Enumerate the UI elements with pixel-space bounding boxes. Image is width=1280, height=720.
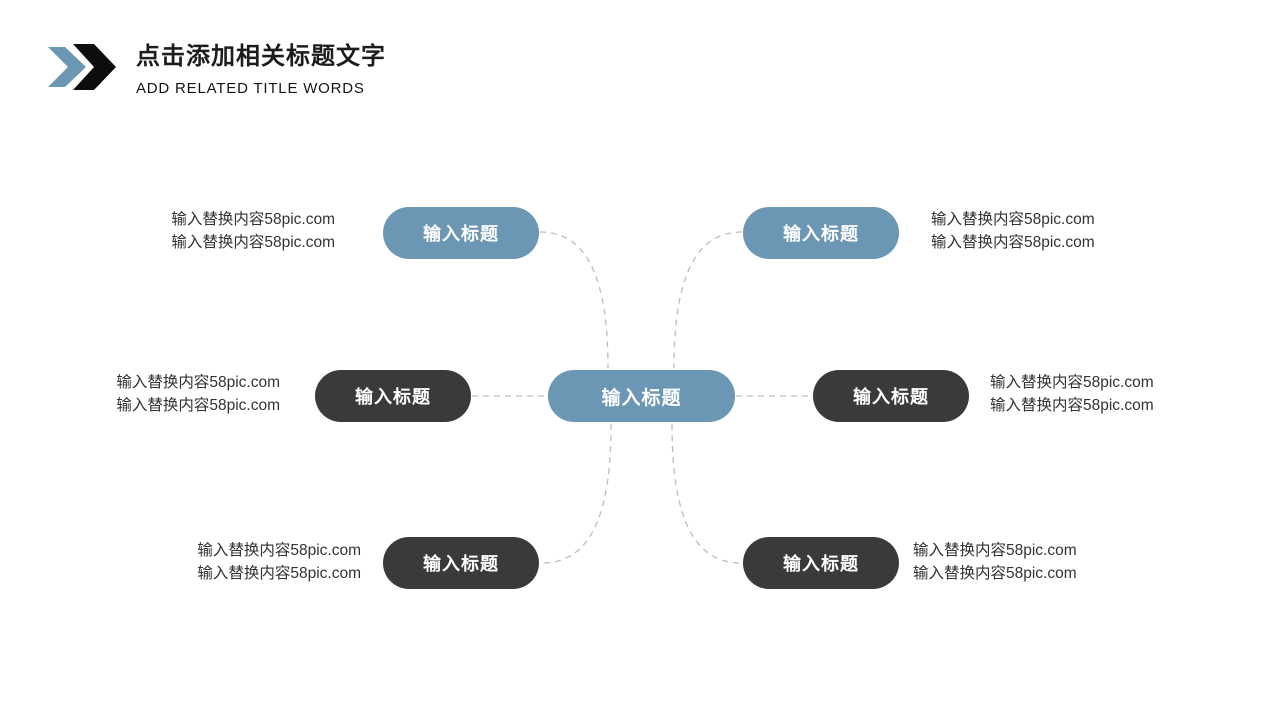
connector-top-left [539, 231, 609, 369]
desc-bottom-left: 输入替换内容58pic.com 输入替换内容58pic.com [197, 539, 361, 585]
connector-top-right [673, 231, 743, 369]
node-mid-right[interactable]: 输入标题 [813, 370, 969, 422]
chevron-black [73, 44, 116, 90]
node-bottom-left[interactable]: 输入标题 [383, 537, 539, 589]
node-bottom-right-label: 输入标题 [783, 554, 859, 574]
connector-bottom-left [541, 423, 612, 564]
desc-line: 输入替换内容58pic.com [931, 211, 1095, 228]
desc-line: 输入替换内容58pic.com [913, 565, 1077, 582]
slide-header: 点击添加相关标题文字 ADD RELATED TITLE WORDS [48, 42, 386, 97]
chevron-blue [48, 47, 86, 87]
desc-bottom-right: 输入替换内容58pic.com 输入替换内容58pic.com [913, 539, 1077, 585]
page-title: 点击添加相关标题文字 [136, 43, 386, 70]
desc-top-left: 输入替换内容58pic.com 输入替换内容58pic.com [171, 208, 335, 254]
desc-line: 输入替换内容58pic.com [171, 234, 335, 251]
connector-bottom-right [671, 423, 742, 564]
desc-line: 输入替换内容58pic.com [116, 397, 280, 414]
desc-line: 输入替换内容58pic.com [197, 542, 361, 559]
node-bottom-left-label: 输入标题 [423, 554, 499, 574]
desc-mid-left: 输入替换内容58pic.com 输入替换内容58pic.com [116, 371, 280, 417]
node-top-left-label: 输入标题 [423, 224, 499, 244]
node-center[interactable]: 输入标题 [548, 370, 735, 422]
desc-line: 输入替换内容58pic.com [990, 397, 1154, 414]
node-top-left[interactable]: 输入标题 [383, 207, 539, 259]
desc-top-right: 输入替换内容58pic.com 输入替换内容58pic.com [931, 208, 1095, 254]
desc-mid-right: 输入替换内容58pic.com 输入替换内容58pic.com [990, 371, 1154, 417]
desc-line: 输入替换内容58pic.com [171, 211, 335, 228]
node-mid-right-label: 输入标题 [853, 387, 929, 407]
node-mid-left[interactable]: 输入标题 [315, 370, 471, 422]
desc-line: 输入替换内容58pic.com [931, 234, 1095, 251]
node-mid-left-label: 输入标题 [355, 387, 431, 407]
desc-line: 输入替换内容58pic.com [913, 542, 1077, 559]
double-chevron-logo [48, 44, 116, 90]
desc-line: 输入替换内容58pic.com [116, 374, 280, 391]
header-titles: 点击添加相关标题文字 ADD RELATED TITLE WORDS [136, 42, 386, 97]
desc-line: 输入替换内容58pic.com [197, 565, 361, 582]
node-top-right[interactable]: 输入标题 [743, 207, 899, 259]
page-subtitle: ADD RELATED TITLE WORDS [136, 80, 365, 97]
node-bottom-right[interactable]: 输入标题 [743, 537, 899, 589]
node-top-right-label: 输入标题 [783, 224, 859, 244]
desc-line: 输入替换内容58pic.com [990, 374, 1154, 391]
node-center-label: 输入标题 [601, 387, 682, 409]
